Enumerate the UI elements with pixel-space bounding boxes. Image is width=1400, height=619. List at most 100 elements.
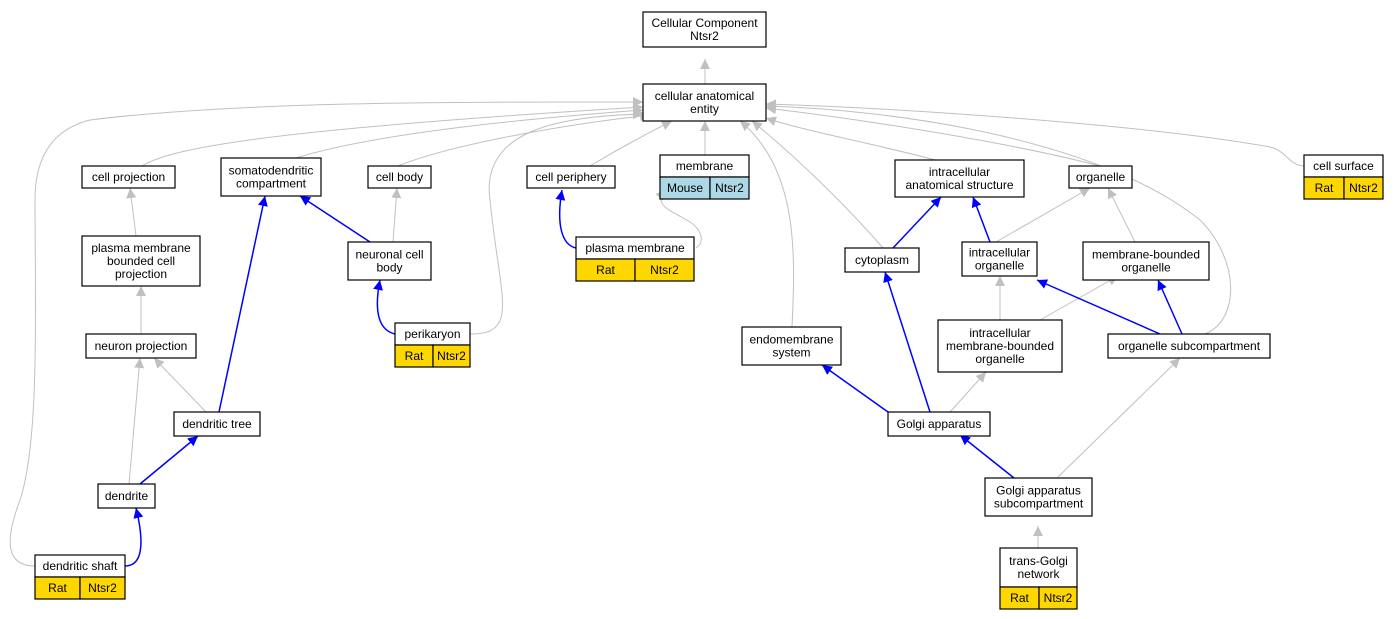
node-label: dendritic tree [182,417,252,431]
edge-plasma-membrane-to-membrane [655,189,702,249]
node-label: cell body [376,170,423,184]
node-label: membrane-bounded [1092,248,1200,262]
gene-cell [1343,176,1384,200]
edge-cell-projection-to-cae [141,102,644,167]
node-label: trans-Golgi [1009,554,1068,568]
node-label: compartment [236,177,307,191]
node-label: dendritic shaft [43,559,118,573]
edge-cytoplasm-to-cae [751,120,884,249]
edge-organelle-subcompartment-to-intracellular-organelle [1036,279,1161,335]
node-box [1082,241,1210,281]
node-box [367,165,432,189]
node-dendritic-tree[interactable]: dendritic tree [173,411,261,437]
edge-dendritic-tree-to-somatodendritic [218,195,268,413]
node-dendrite[interactable]: dendrite [97,483,156,509]
node-box [642,11,767,48]
node-golgi[interactable]: Golgi apparatus [887,411,991,437]
node-cell-body[interactable]: cell body [367,165,432,189]
node-label: network [1017,567,1060,581]
edge-cell-body-to-cae [397,111,651,167]
node-label: plasma membrane [91,241,191,255]
node-organelle-subcompartment[interactable]: organelle subcompartment [1107,333,1271,359]
node-label: membrane [676,159,734,173]
edge-intracellular-anatomical-to-cae [765,116,936,161]
node-box [1068,165,1133,189]
edge-golgi-to-endomembrane [821,364,889,413]
node-label: cell surface [1313,159,1374,173]
node-label: Cellular Component [651,16,758,30]
gene-label: Ntsr2 [715,181,744,195]
node-label: organelle [1121,261,1171,275]
species-label: Rat [405,349,424,363]
node-label: perikaryon [404,327,460,341]
edge-golgi-sub-to-golgi [959,434,1015,479]
node-box [81,235,201,287]
node-box [85,333,197,359]
node-label: Golgi apparatus [996,484,1081,498]
node-label: endomembrane [749,333,833,347]
node-label: cytoplasm [855,253,909,267]
edge-neuronal-cell-body-to-somatodendritic [299,195,371,243]
edge-cell-periphery-to-cae [589,120,673,167]
edge-cell-surface-to-cae [765,99,1305,167]
node-label: membrane-bounded [946,339,1054,353]
node-label: intracellular [969,246,1030,260]
node-box [844,247,920,273]
node-label: dendrite [105,489,149,503]
node-neuron-projection[interactable]: neuron projection [85,333,197,359]
node-label: cell projection [92,170,165,184]
edge-endomembrane-to-cae [739,120,795,328]
node-label: organelle [975,352,1025,366]
node-box [347,241,432,281]
edge-golgi-to-ic-mb-organelle [949,371,987,413]
node-box [97,483,156,509]
node-box [894,159,1025,198]
species-label: Mouse [667,181,703,195]
node-cytoplasm[interactable]: cytoplasm [844,247,920,273]
gene-label: Ntsr2 [88,581,117,595]
node-label: Ntsr2 [690,29,719,43]
gene-label: Ntsr2 [650,263,679,277]
gene-label: Ntsr2 [1044,591,1073,605]
node-label: intracellular [969,326,1030,340]
edge-intracellular-organelle-to-intracellular-anatomical [971,196,991,243]
node-box [81,165,176,189]
gene-cell [1038,586,1078,610]
node-label: subcompartment [994,497,1084,511]
node-cell-projection[interactable]: cell projection [81,165,176,189]
node-box [220,157,322,197]
node-box [642,83,767,122]
edge-golgi-to-cytoplasm [883,271,931,413]
edge-dendritic-shaft-to-dendrite [124,507,144,567]
node-box [173,411,261,437]
node-label: neuron projection [95,339,188,353]
node-organelle[interactable]: organelle [1068,165,1133,189]
edge-pm-bounded-projection-to-cell-projection [126,187,137,237]
species-label: Rat [596,263,615,277]
node-box [984,477,1093,517]
edge-organelle-to-cae [765,104,1101,167]
node-label: somatodendritic [229,164,314,178]
node-label: neuronal cell [355,248,423,262]
gene-cell [79,576,126,600]
node-cell-periphery[interactable]: cell periphery [526,165,616,189]
gene-label: Ntsr2 [437,349,466,363]
